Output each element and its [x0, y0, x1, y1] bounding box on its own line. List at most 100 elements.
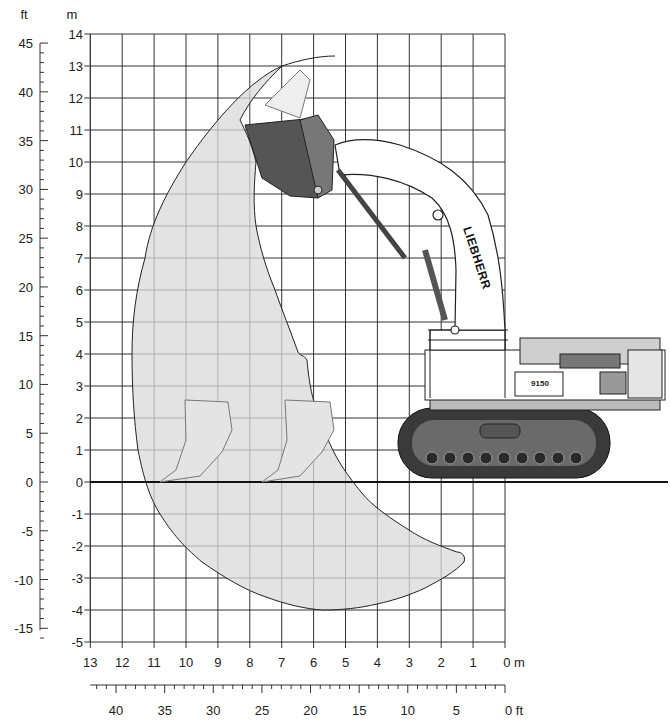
axis-tick	[473, 642, 474, 648]
axis-tick	[40, 111, 44, 112]
axis-tick	[409, 642, 410, 648]
axis-label: 3	[406, 656, 413, 669]
axis-tick	[40, 345, 44, 346]
axis-tick	[40, 228, 44, 229]
axis-label: 1	[76, 444, 83, 457]
axis-tick	[84, 450, 90, 451]
track-roller	[444, 452, 456, 464]
working-range	[132, 66, 465, 610]
axis-tick	[40, 218, 44, 219]
axis-tick	[213, 685, 214, 693]
axis-tick	[398, 685, 399, 689]
axis-label: 1	[469, 656, 476, 669]
axis-tick	[40, 91, 48, 92]
axis-tick	[164, 685, 165, 693]
axis-label: 4	[76, 348, 83, 361]
outer-reach-line	[282, 56, 335, 66]
axis-tick	[466, 685, 467, 689]
axis-label: 5	[342, 656, 349, 669]
axis-label: 8	[76, 220, 83, 233]
axis-label: 35	[19, 134, 33, 147]
axis-tick	[40, 521, 44, 522]
axis-tick	[40, 179, 44, 180]
axis-tick	[485, 685, 486, 689]
axis-tick	[40, 267, 44, 268]
axis-label: 20	[19, 280, 33, 293]
axis-tick	[84, 642, 90, 643]
axis-tick	[436, 685, 437, 689]
axis-tick	[349, 685, 350, 689]
grid-line	[90, 610, 505, 611]
axis-label: 5	[26, 427, 33, 440]
track-roller	[552, 452, 564, 464]
axis-tick	[40, 140, 48, 141]
axis-tick	[388, 685, 389, 689]
axis-tick	[40, 442, 44, 443]
axis-tick	[417, 685, 418, 689]
axis-tick	[154, 685, 155, 689]
axis-tick	[174, 685, 175, 689]
axis-label: 13	[83, 656, 97, 669]
axis-tick	[40, 208, 44, 209]
axis-tick	[40, 423, 44, 424]
axis-tick	[40, 325, 44, 326]
axis-tick	[125, 685, 126, 689]
axis-tick	[40, 413, 44, 414]
axis-tick	[193, 685, 194, 689]
axis-tick	[84, 258, 90, 259]
axis-tick	[84, 418, 90, 419]
axis-tick	[40, 52, 44, 53]
axis-tick	[345, 642, 346, 648]
axis-tick	[40, 491, 44, 492]
axis-label: -5	[71, 636, 83, 649]
axis-label: 12	[115, 656, 129, 669]
track-roller	[462, 452, 474, 464]
axis-tick	[40, 62, 44, 63]
axis-label: 12	[69, 92, 83, 105]
axis-label: 35	[157, 704, 171, 717]
axis-tick	[40, 472, 44, 473]
axis-tick	[84, 34, 90, 35]
axis-label: 14	[69, 28, 83, 41]
axis-tick	[40, 335, 48, 336]
axis-label: 10	[69, 156, 83, 169]
axis-tick	[368, 685, 369, 689]
bucket-ghost	[160, 70, 334, 482]
grid-line	[90, 66, 505, 67]
axis-label: 11	[147, 656, 161, 669]
axis-tick	[40, 628, 48, 629]
axis-tick	[84, 162, 90, 163]
grid-line	[90, 34, 91, 642]
axis-label: 2	[438, 656, 445, 669]
axis-label: 13	[69, 60, 83, 73]
axis-tick	[40, 247, 44, 248]
axis-tick	[40, 550, 44, 551]
axis-tick	[40, 189, 48, 190]
axis-tick	[116, 685, 117, 693]
axis-tick	[40, 501, 44, 502]
axis-label: 7	[76, 252, 83, 265]
axis-label: -1	[71, 508, 83, 521]
grid-line	[90, 642, 505, 643]
axis-tick	[271, 685, 272, 689]
axis-label: 4	[374, 656, 381, 669]
axis-tick	[223, 685, 224, 689]
axis-label: 0	[76, 476, 83, 489]
axis-tick	[84, 546, 90, 547]
axis-tick	[456, 685, 457, 693]
track-roller	[534, 452, 546, 464]
axis-tick	[242, 685, 243, 689]
axis-tick	[40, 238, 48, 239]
axis-tick	[90, 642, 91, 648]
axis-tick	[106, 685, 107, 689]
axis-label: 10	[401, 704, 415, 717]
axis-tick	[40, 82, 44, 83]
axis-label: 6	[76, 284, 83, 297]
axis-tick	[84, 514, 90, 515]
axis-tick	[84, 578, 90, 579]
axis-label: 40	[19, 85, 33, 98]
axis-label: 30	[206, 704, 220, 717]
grid-line	[90, 34, 505, 35]
axis-tick	[300, 685, 301, 689]
